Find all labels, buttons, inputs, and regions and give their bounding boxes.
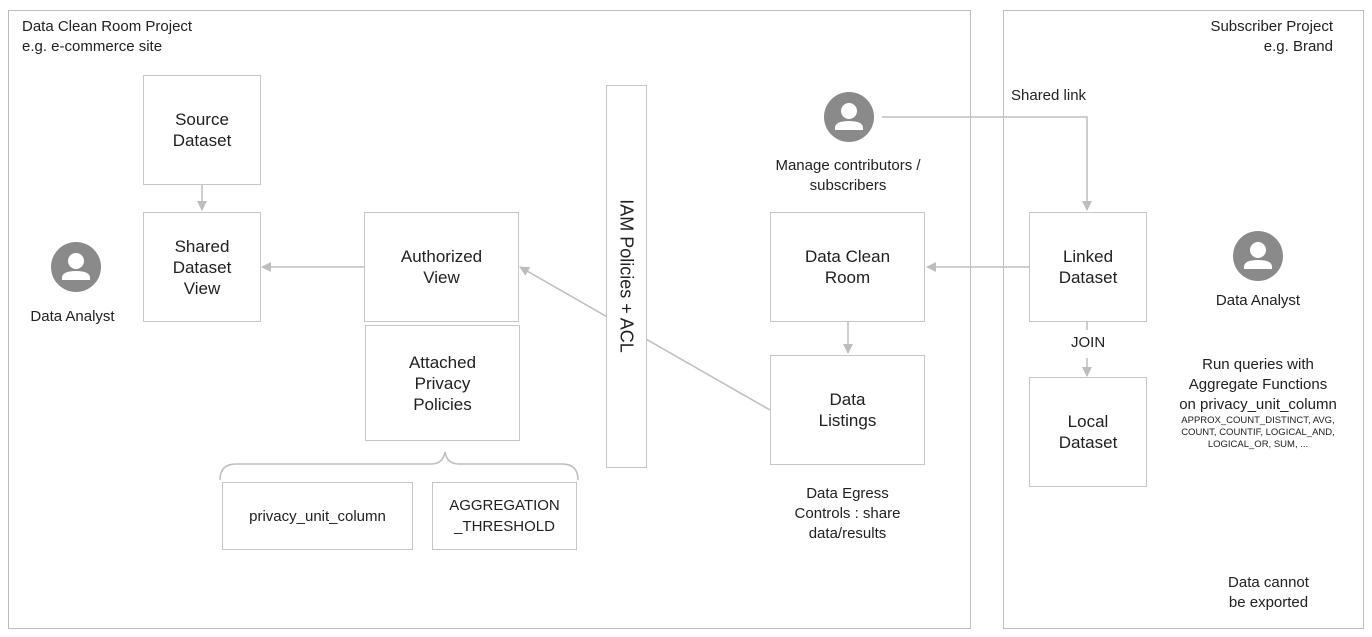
iam-policies-acl-box (606, 85, 647, 468)
right-panel-title: Subscriber Project e.g. Brand (1210, 18, 1333, 55)
data-clean-room-project-panel (8, 10, 971, 629)
person-icon (1233, 231, 1283, 281)
aggregate-functions-list: APPROX_COUNT_DISTINCT, AVG, COUNT, COUNT… (1181, 415, 1335, 450)
subscriber-project-panel (1003, 10, 1364, 629)
data-analyst-left-label: Data Analyst (30, 308, 115, 325)
data-egress-label: Data Egress Controls : share data/result… (794, 485, 901, 542)
person-icon (824, 92, 874, 142)
person-icon (51, 242, 101, 292)
arrow-shared-link (882, 116, 1092, 211)
aggregation-threshold-box: AGGREGATION_THRESHOLD (432, 482, 577, 550)
join-label: JOIN (1069, 333, 1108, 353)
policies-brace (219, 451, 579, 481)
run-queries-label: Run queries with Aggregate Functions on … (1179, 356, 1337, 413)
data-analyst-right-label: Data Analyst (1215, 292, 1301, 309)
manage-contributors-label: Manage contributors / subscribers (775, 157, 921, 194)
privacy-unit-column-box: privacy_unit_column (222, 482, 413, 550)
data-cannot-be-exported-label: Data cannot be exported (1228, 574, 1309, 611)
shared-link-label: Shared link (1011, 87, 1087, 104)
left-panel-title: Data Clean Room Project e.g. e-commerce … (22, 18, 193, 55)
